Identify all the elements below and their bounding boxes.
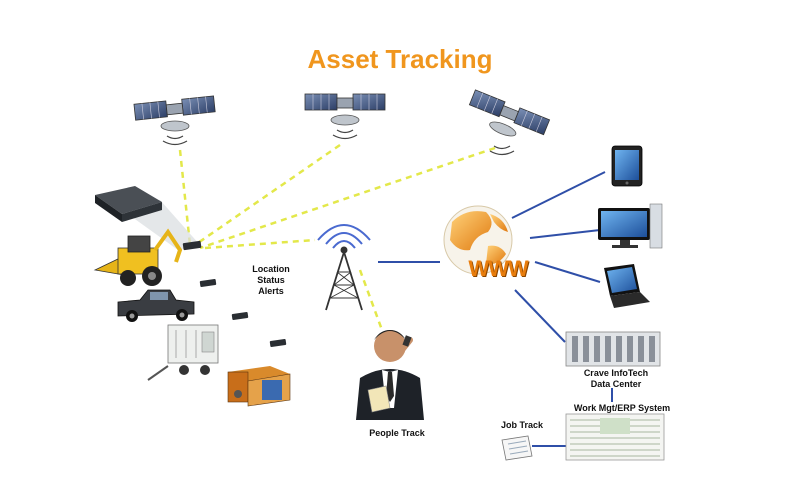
link-sat3: [199, 146, 496, 250]
link-tower-person: [358, 269, 384, 331]
network-links: [378, 171, 613, 447]
label-data-center: Data Center: [590, 379, 642, 389]
link-device-tower: [204, 238, 316, 250]
title: Asset Tracking: [307, 44, 493, 74]
satellite-links: [178, 143, 496, 331]
link-globe-monitor: [529, 229, 601, 239]
cell-tower-icon: [317, 224, 371, 311]
www-label: WWW: [468, 256, 528, 281]
label-crave-infotech: Crave InfoTech: [583, 368, 649, 378]
shipping-container-icon: [227, 366, 291, 407]
generator-trailer-icon: [147, 324, 219, 381]
erp-screen-icon: [565, 413, 665, 461]
laptop-icon: [604, 264, 650, 308]
gps-device-icon: [95, 186, 200, 250]
server-rack-icon: [565, 331, 661, 367]
label-status: Status: [257, 275, 285, 285]
satellite-icon: [468, 89, 551, 156]
job-document-icon: [501, 435, 533, 461]
link-globe-laptop: [534, 261, 601, 283]
pickup-truck-icon: [117, 289, 195, 322]
businessman-icon: [356, 330, 424, 420]
label-alerts: Alerts: [258, 286, 284, 296]
people-track-label: People Track: [369, 428, 425, 438]
satellite-icon: [304, 93, 386, 140]
desktop-monitor-icon: [598, 203, 663, 249]
job-track-label: Job Track: [500, 420, 544, 430]
backhoe-loader-icon: [93, 228, 183, 286]
globe-icon: [443, 205, 513, 275]
link-sat2: [194, 143, 341, 247]
link-globe-tablet: [511, 171, 606, 219]
link-sat1: [178, 149, 192, 246]
label-location: Location: [252, 264, 290, 274]
satellite-icon: [133, 95, 216, 146]
data-center-label: Crave InfoTech Data Center: [566, 368, 666, 390]
link-globe-server: [514, 289, 566, 343]
erp-system-label: Work Mgt/ERP System: [573, 403, 671, 413]
tracker-device-icon: [182, 240, 287, 347]
location-status-alerts-label: Location Status Alerts: [236, 264, 306, 297]
tablet-icon: [611, 145, 643, 187]
